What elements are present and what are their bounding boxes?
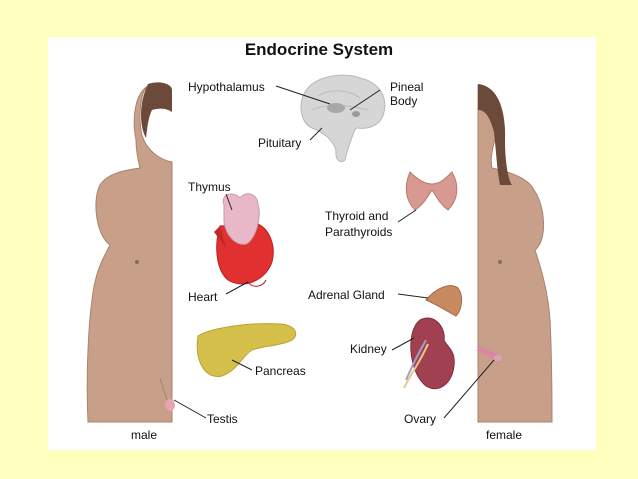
label-pineal-body: Pineal Body bbox=[390, 80, 424, 108]
label-female: female bbox=[486, 428, 523, 442]
male-figure bbox=[86, 82, 175, 423]
label-thymus: Thymus bbox=[188, 180, 231, 194]
kidney-illustration bbox=[403, 317, 455, 390]
leader-lines bbox=[173, 85, 495, 419]
heart-illustration bbox=[214, 223, 274, 287]
brain-illustration bbox=[300, 74, 386, 163]
label-hypothalamus: Hypothalamus bbox=[188, 80, 265, 94]
label-testis: Testis bbox=[207, 412, 238, 426]
label-thyroid-parathyroids: Thyroid and Parathyroids bbox=[325, 209, 393, 239]
label-adrenal-gland: Adrenal Gland bbox=[308, 288, 385, 302]
thymus-illustration bbox=[222, 193, 260, 245]
label-pituitary: Pituitary bbox=[258, 136, 302, 150]
label-male: male bbox=[131, 428, 158, 442]
pancreas-illustration bbox=[196, 323, 297, 378]
label-kidney: Kidney bbox=[350, 342, 387, 356]
label-heart: Heart bbox=[188, 290, 218, 304]
adrenal-gland-illustration bbox=[425, 285, 463, 317]
female-figure bbox=[476, 84, 553, 423]
label-pancreas: Pancreas bbox=[255, 364, 306, 378]
diagram-title: Endocrine System bbox=[244, 40, 394, 59]
label-ovary: Ovary bbox=[404, 412, 437, 426]
thyroid-illustration bbox=[405, 171, 458, 211]
